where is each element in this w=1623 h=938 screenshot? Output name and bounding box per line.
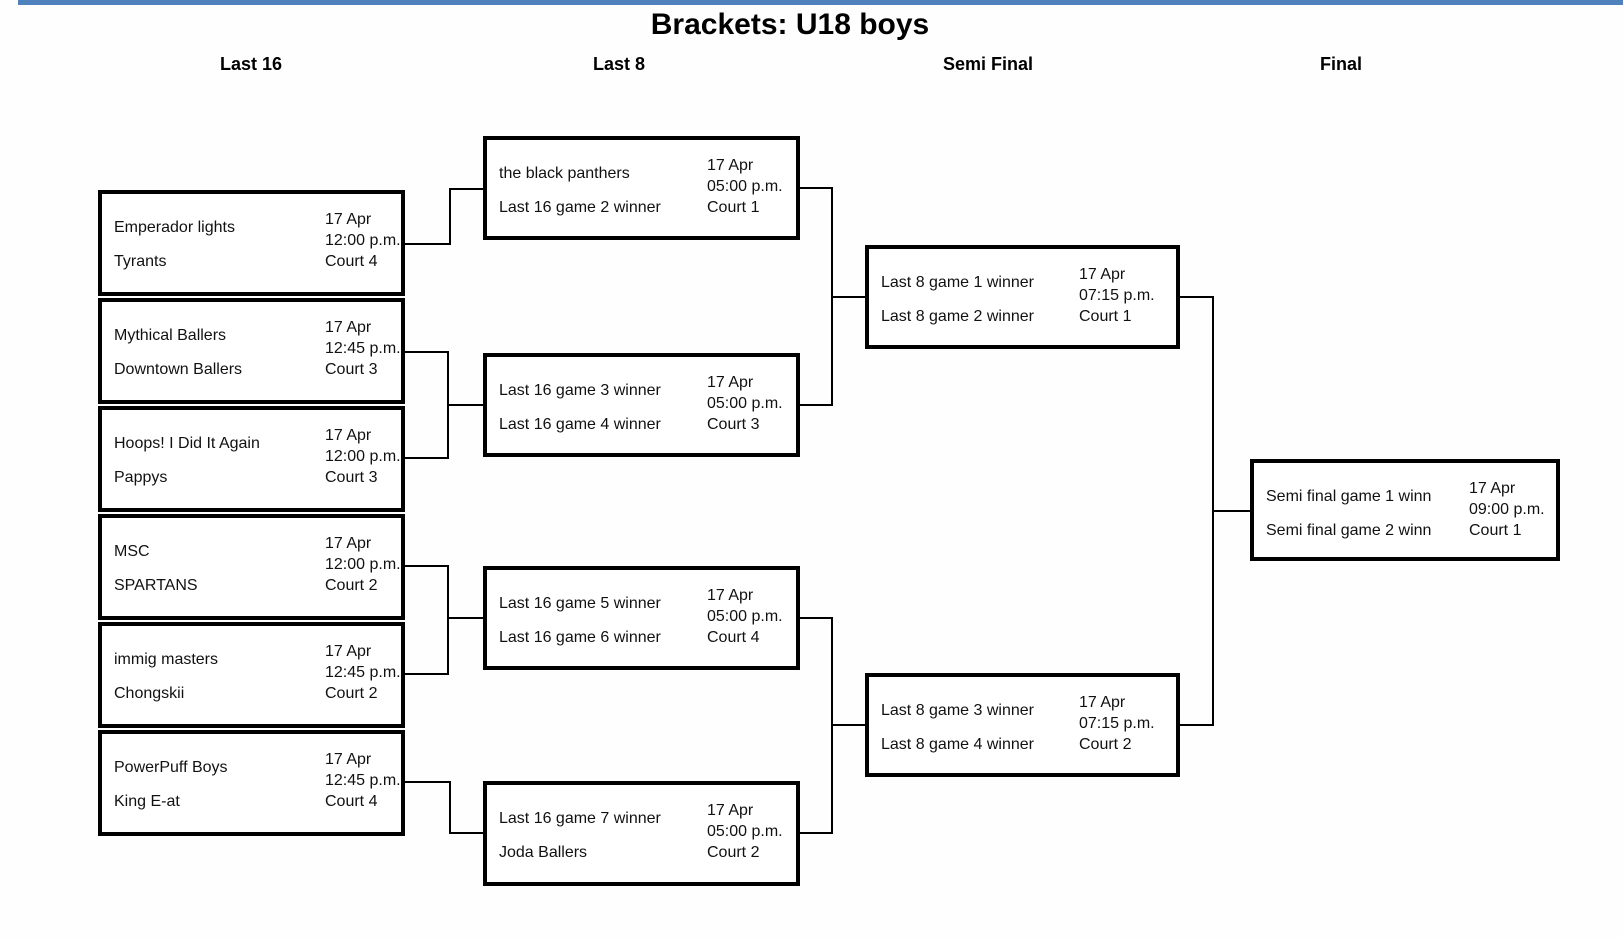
match-info: 17 Apr 05:00 p.m. Court 2 [707,800,783,863]
team-name: Last 8 game 1 winner [881,274,1034,291]
match-final: Semi final game 1 winn Semi final game 2… [1250,459,1560,561]
team-name: Last 16 game 6 winner [499,629,661,646]
team-name: Semi final game 2 winn [1266,522,1432,539]
match-time: 07:15 p.m. [1079,287,1155,304]
match-info: 17 Apr 12:00 p.m. Court 3 [325,425,401,488]
match-info: 17 Apr 12:45 p.m. Court 4 [325,749,401,812]
match-semifinal-1: Last 8 game 1 winner Last 8 game 2 winne… [865,245,1180,349]
team-name: the black panthers [499,165,630,182]
match-info: 17 Apr 05:00 p.m. Court 4 [707,585,783,648]
round-header-final: Final [1319,54,1362,74]
match-time: 12:00 p.m. [325,448,401,465]
match-last8-4: Last 16 game 7 winner Joda Ballers 17 Ap… [483,781,800,886]
match-time: 12:45 p.m. [325,340,401,357]
team-name: Last 16 game 2 winner [499,199,661,216]
match-court: Court 4 [325,793,378,810]
match-info: 17 Apr 12:00 p.m. Court 2 [325,533,401,596]
team-name: MSC [114,543,150,560]
top-accent-bar [18,0,1623,5]
team-name: Last 16 game 3 winner [499,382,661,399]
match-time: 12:45 p.m. [325,772,401,789]
match-court: Court 3 [325,361,378,378]
match-time: 12:00 p.m. [325,232,401,249]
match-date: 17 Apr [707,374,754,391]
match-last16-5: immig masters Chongskii 17 Apr 12:45 p.m… [98,622,405,728]
match-info: 17 Apr 07:15 p.m. Court 2 [1079,692,1155,755]
team-name: Hoops! I Did It Again [114,435,260,452]
match-court: Court 3 [707,416,760,433]
match-time: 05:00 p.m. [707,823,783,840]
match-court: Court 2 [1079,736,1132,753]
round-header-semifinal: Semi Final [942,54,1034,74]
match-last8-1: the black panthers Last 16 game 2 winner… [483,136,800,240]
match-info: 17 Apr 12:00 p.m. Court 4 [325,209,401,272]
team-name: SPARTANS [114,577,198,594]
match-date: 17 Apr [1469,480,1516,497]
match-court: Court 1 [707,199,760,216]
team-name: immig masters [114,651,219,668]
match-date: 17 Apr [707,587,754,604]
round-header-last8: Last 8 [592,54,646,74]
team-name: Last 16 game 7 winner [499,810,661,827]
match-info: 17 Apr 07:15 p.m. Court 1 [1079,264,1155,327]
match-info: 17 Apr 09:00 p.m. Court 1 [1469,478,1545,541]
match-time: 05:00 p.m. [707,178,783,195]
match-time: 09:00 p.m. [1469,501,1545,518]
page-title: Brackets: U18 boys [650,8,930,41]
match-time: 12:00 p.m. [325,556,401,573]
match-date: 17 Apr [325,535,372,552]
match-court: Court 4 [707,629,760,646]
team-name: Last 8 game 3 winner [881,702,1034,719]
match-court: Court 1 [1469,522,1522,539]
team-name: Last 16 game 4 winner [499,416,661,433]
match-court: Court 1 [1079,308,1132,325]
team-name: Joda Ballers [499,844,588,861]
team-name: Tyrants [114,253,167,270]
team-name: Chongskii [114,685,185,702]
team-name: Mythical Ballers [114,327,227,344]
match-date: 17 Apr [707,157,754,174]
team-name: Emperador lights [114,219,235,236]
match-time: 05:00 p.m. [707,395,783,412]
match-date: 17 Apr [325,211,372,228]
match-info: 17 Apr 12:45 p.m. Court 2 [325,641,401,704]
team-name: Semi final game 1 winn [1266,488,1432,505]
match-semifinal-2: Last 8 game 3 winner Last 8 game 4 winne… [865,673,1180,777]
match-info: 17 Apr 05:00 p.m. Court 3 [707,372,783,435]
match-time: 12:45 p.m. [325,664,401,681]
match-last8-3: Last 16 game 5 winner Last 16 game 6 win… [483,566,800,670]
team-name: King E-at [114,793,180,810]
team-name: Last 8 game 4 winner [881,736,1034,753]
match-last16-3: Hoops! I Did It Again Pappys 17 Apr 12:0… [98,406,405,512]
match-date: 17 Apr [1079,266,1126,283]
match-last16-4: MSC SPARTANS 17 Apr 12:00 p.m. Court 2 [98,514,405,620]
round-header-last16: Last 16 [219,54,283,74]
match-court: Court 3 [325,469,378,486]
match-info: 17 Apr 05:00 p.m. Court 1 [707,155,783,218]
match-last8-2: Last 16 game 3 winner Last 16 game 4 win… [483,353,800,457]
team-name: Pappys [114,469,168,486]
match-last16-2: Mythical Ballers Downtown Ballers 17 Apr… [98,298,405,404]
match-date: 17 Apr [707,802,754,819]
match-info: 17 Apr 12:45 p.m. Court 3 [325,317,401,380]
match-date: 17 Apr [325,427,372,444]
match-time: 07:15 p.m. [1079,715,1155,732]
match-last16-1: Emperador lights Tyrants 17 Apr 12:00 p.… [98,190,405,296]
match-court: Court 2 [707,844,760,861]
match-date: 17 Apr [325,319,372,336]
match-court: Court 2 [325,685,378,702]
match-time: 05:00 p.m. [707,608,783,625]
match-court: Court 2 [325,577,378,594]
match-date: 17 Apr [1079,694,1126,711]
team-name: Downtown Ballers [114,361,243,378]
team-name: Last 8 game 2 winner [881,308,1034,325]
match-date: 17 Apr [325,751,372,768]
match-last16-6: PowerPuff Boys King E-at 17 Apr 12:45 p.… [98,730,405,836]
match-court: Court 4 [325,253,378,270]
match-date: 17 Apr [325,643,372,660]
team-name: Last 16 game 5 winner [499,595,661,612]
team-name: PowerPuff Boys [114,759,228,776]
